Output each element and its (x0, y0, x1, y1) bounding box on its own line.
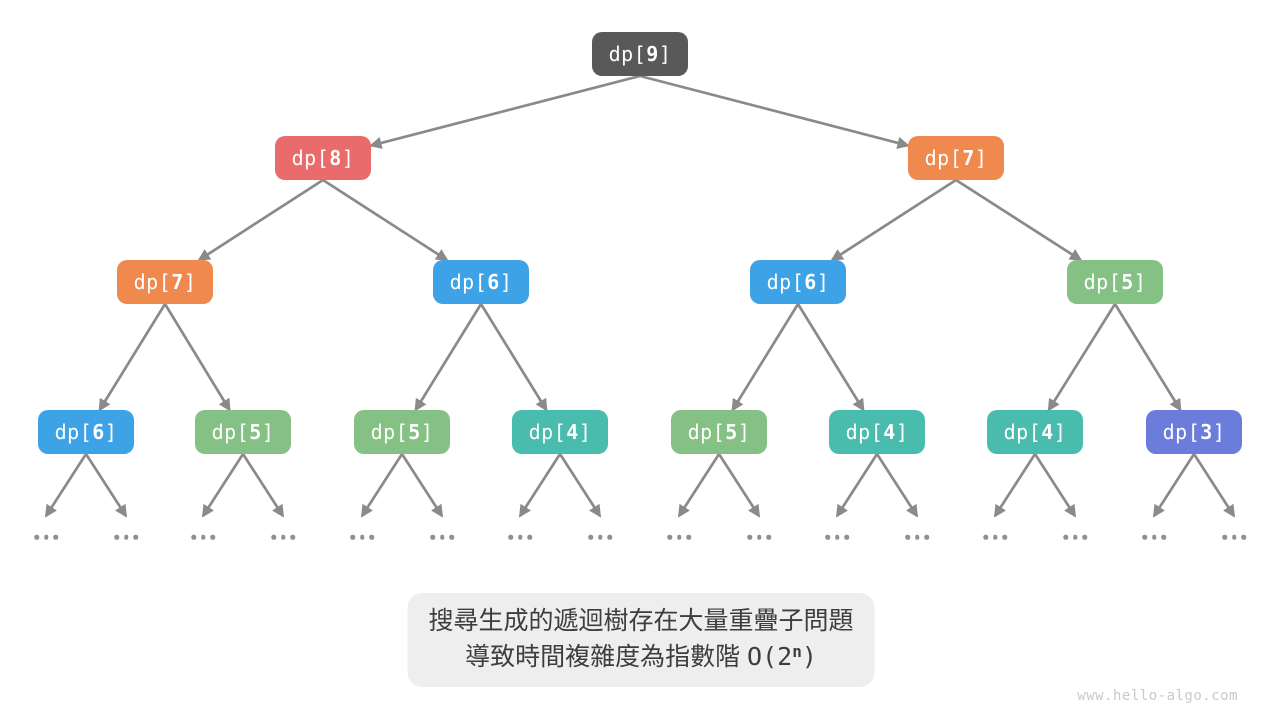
ellipsis (667, 534, 691, 540)
tree-edge (369, 74, 641, 149)
ellipsis (34, 534, 58, 540)
tree-edge (677, 453, 721, 518)
tree-edge (1113, 303, 1182, 412)
tree-edge (875, 453, 919, 518)
ellipsis (1063, 534, 1087, 540)
tree-node-n1: dp[8] (275, 136, 371, 180)
tree-edge (639, 74, 910, 149)
tree-edge (558, 453, 602, 518)
tree-edge (241, 453, 285, 518)
ellipsis (1222, 534, 1246, 540)
ellipsis (430, 534, 454, 540)
caption-line-1: 搜尋生成的遞迴樹存在大量重疊子問題 (428, 607, 854, 635)
tree-node-n0: dp[9] (592, 32, 688, 76)
tree-edge (201, 453, 245, 518)
ellipsis (983, 534, 1007, 540)
ellipsis (191, 534, 215, 540)
tree-edge (44, 453, 88, 518)
tree-node-n13: dp[4] (987, 410, 1083, 454)
tree-edge (955, 178, 1083, 262)
tree-edge (360, 453, 404, 518)
tree-edge (835, 453, 879, 518)
tree-node-n10: dp[4] (512, 410, 608, 454)
big-o-exponent: n (792, 642, 802, 661)
ellipsis (747, 534, 771, 540)
tree-edge (993, 453, 1037, 518)
tree-node-n3: dp[7] (117, 260, 213, 304)
tree-edge (197, 178, 324, 262)
tree-edge (1047, 303, 1117, 412)
tree-node-n2: dp[7] (908, 136, 1004, 180)
tree-node-n12: dp[4] (829, 410, 925, 454)
tree-edge (717, 453, 761, 518)
tree-edge (518, 453, 562, 518)
ellipsis (905, 534, 929, 540)
tree-node-n11: dp[5] (671, 410, 767, 454)
ellipsis (825, 534, 849, 540)
ellipsis (508, 534, 532, 540)
tree-edge (731, 303, 800, 412)
tree-edge (1152, 453, 1196, 518)
tree-edge (479, 303, 548, 412)
tree-node-n14: dp[3] (1146, 410, 1242, 454)
tree-edge (414, 303, 483, 412)
big-o-suffix: ) (801, 642, 817, 671)
tree-edge (1033, 453, 1077, 518)
ellipsis (114, 534, 138, 540)
watermark: www.hello-algo.com (1077, 688, 1238, 704)
tree-edge (322, 178, 449, 262)
tree-edge (796, 303, 865, 412)
tree-edge (400, 453, 444, 518)
tree-node-n8: dp[5] (195, 410, 291, 454)
caption-line-2: 導致時間複雜度為指數階 O(2n) (408, 639, 875, 675)
tree-edge (98, 303, 167, 412)
big-o-notation: O(2n) (747, 642, 817, 671)
ellipsis (588, 534, 612, 540)
tree-node-n9: dp[5] (354, 410, 450, 454)
tree-node-n6: dp[5] (1067, 260, 1163, 304)
ellipsis (271, 534, 295, 540)
tree-edge (1192, 453, 1236, 518)
ellipsis (1142, 534, 1166, 540)
tree-edge (84, 453, 128, 518)
ellipsis (350, 534, 374, 540)
tree-edge (830, 178, 957, 262)
caption-box: 搜尋生成的遞迴樹存在大量重疊子問題 導致時間複雜度為指數階 O(2n) (407, 593, 875, 687)
tree-node-n7: dp[6] (38, 410, 134, 454)
tree-edge (163, 303, 231, 412)
caption-line-2-text: 導致時間複雜度為指數階 (465, 643, 748, 671)
tree-node-n4: dp[6] (433, 260, 529, 304)
big-o-prefix: O(2 (747, 642, 793, 671)
tree-node-n5: dp[6] (750, 260, 846, 304)
